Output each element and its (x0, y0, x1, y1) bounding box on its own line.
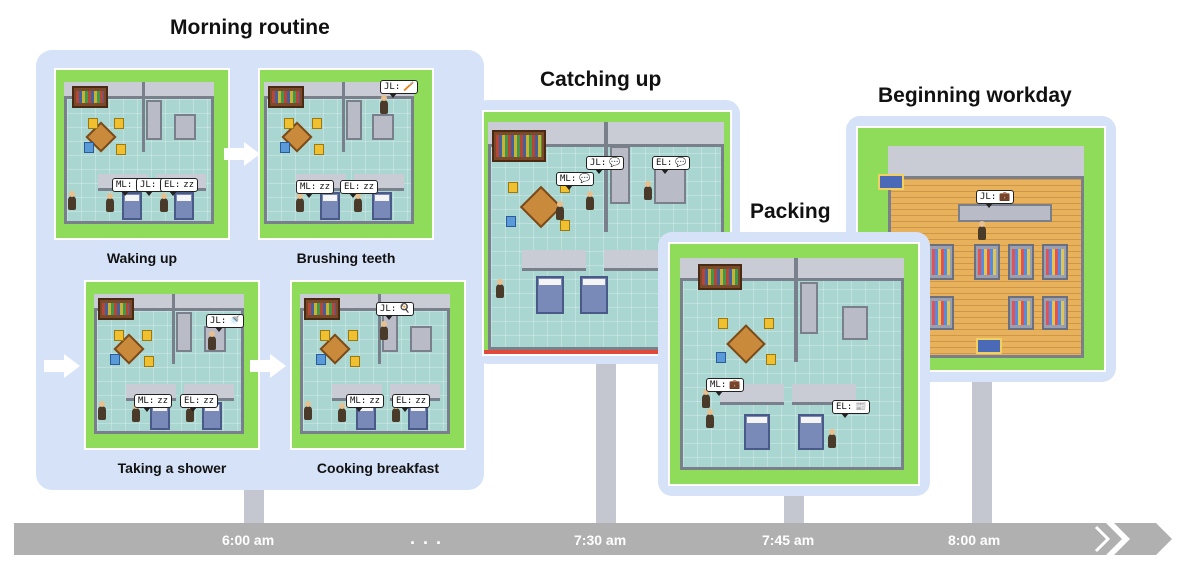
speech-bubble-ml: ML:zz (296, 180, 335, 198)
timeline-stem (244, 490, 264, 524)
speech-bubble-ml: ML:zz (346, 394, 385, 412)
speech-bubble-ml: ML:💼 (706, 378, 745, 396)
arrow-right-icon (250, 354, 286, 378)
speech-bubble-jl: JL:🚿 (206, 314, 245, 332)
title-packing: Packing (750, 200, 831, 223)
scene-brushing-teeth (258, 68, 434, 240)
title-catching-up: Catching up (540, 68, 662, 91)
scene-waking-up (54, 68, 230, 240)
title-morning-routine: Morning routine (170, 16, 330, 39)
arrow-right-icon (44, 354, 80, 378)
speech-bubble-el: EL:zz (392, 394, 431, 412)
speech-bubble-jl: JL:💬 (586, 156, 625, 174)
speech-bubble-el: EL:💬 (652, 156, 691, 174)
character-el (160, 193, 168, 212)
caption-taking-shower: Taking a shower (117, 460, 227, 476)
time-label-6am: 6:00 am (222, 532, 275, 548)
scene-packing (668, 242, 920, 486)
time-label-730am: 7:30 am (574, 532, 627, 548)
speech-bubble-el: EL:zz (180, 394, 219, 412)
speech-bubble-ml: ML:💬 (556, 172, 595, 190)
speech-bubble-el: EL:zz (160, 178, 199, 196)
time-label-8am: 8:00 am (948, 532, 1001, 548)
speech-bubble-jl: JL:🍳 (376, 302, 415, 320)
caption-waking-up: Waking up (106, 250, 178, 266)
speech-bubble-jl: JL:🪥 (380, 80, 419, 98)
arrow-right-icon (224, 142, 260, 166)
character-jl (68, 191, 76, 210)
speech-bubble-jl: JL:💼 (976, 190, 1015, 208)
caption-cooking-breakfast: Cooking breakfast (316, 460, 440, 476)
speech-bubble-ml: ML:zz (134, 394, 173, 412)
timeline-ellipsis: ... (410, 528, 450, 548)
timeline-stem (596, 360, 616, 524)
title-beginning-workday: Beginning workday (878, 84, 1072, 107)
timeline-bar (14, 523, 1094, 555)
scene-taking-shower (84, 280, 260, 450)
speech-bubble-el: EL:📰 (832, 400, 871, 418)
timeline-stem (784, 494, 804, 524)
caption-brushing-teeth: Brushing teeth (296, 250, 396, 266)
speech-bubble-el: EL:zz (340, 180, 379, 198)
timeline-arrowhead-icon (1090, 523, 1172, 555)
character-ml (106, 193, 114, 212)
time-label-745am: 7:45 am (762, 532, 815, 548)
timeline-stem (972, 376, 992, 524)
